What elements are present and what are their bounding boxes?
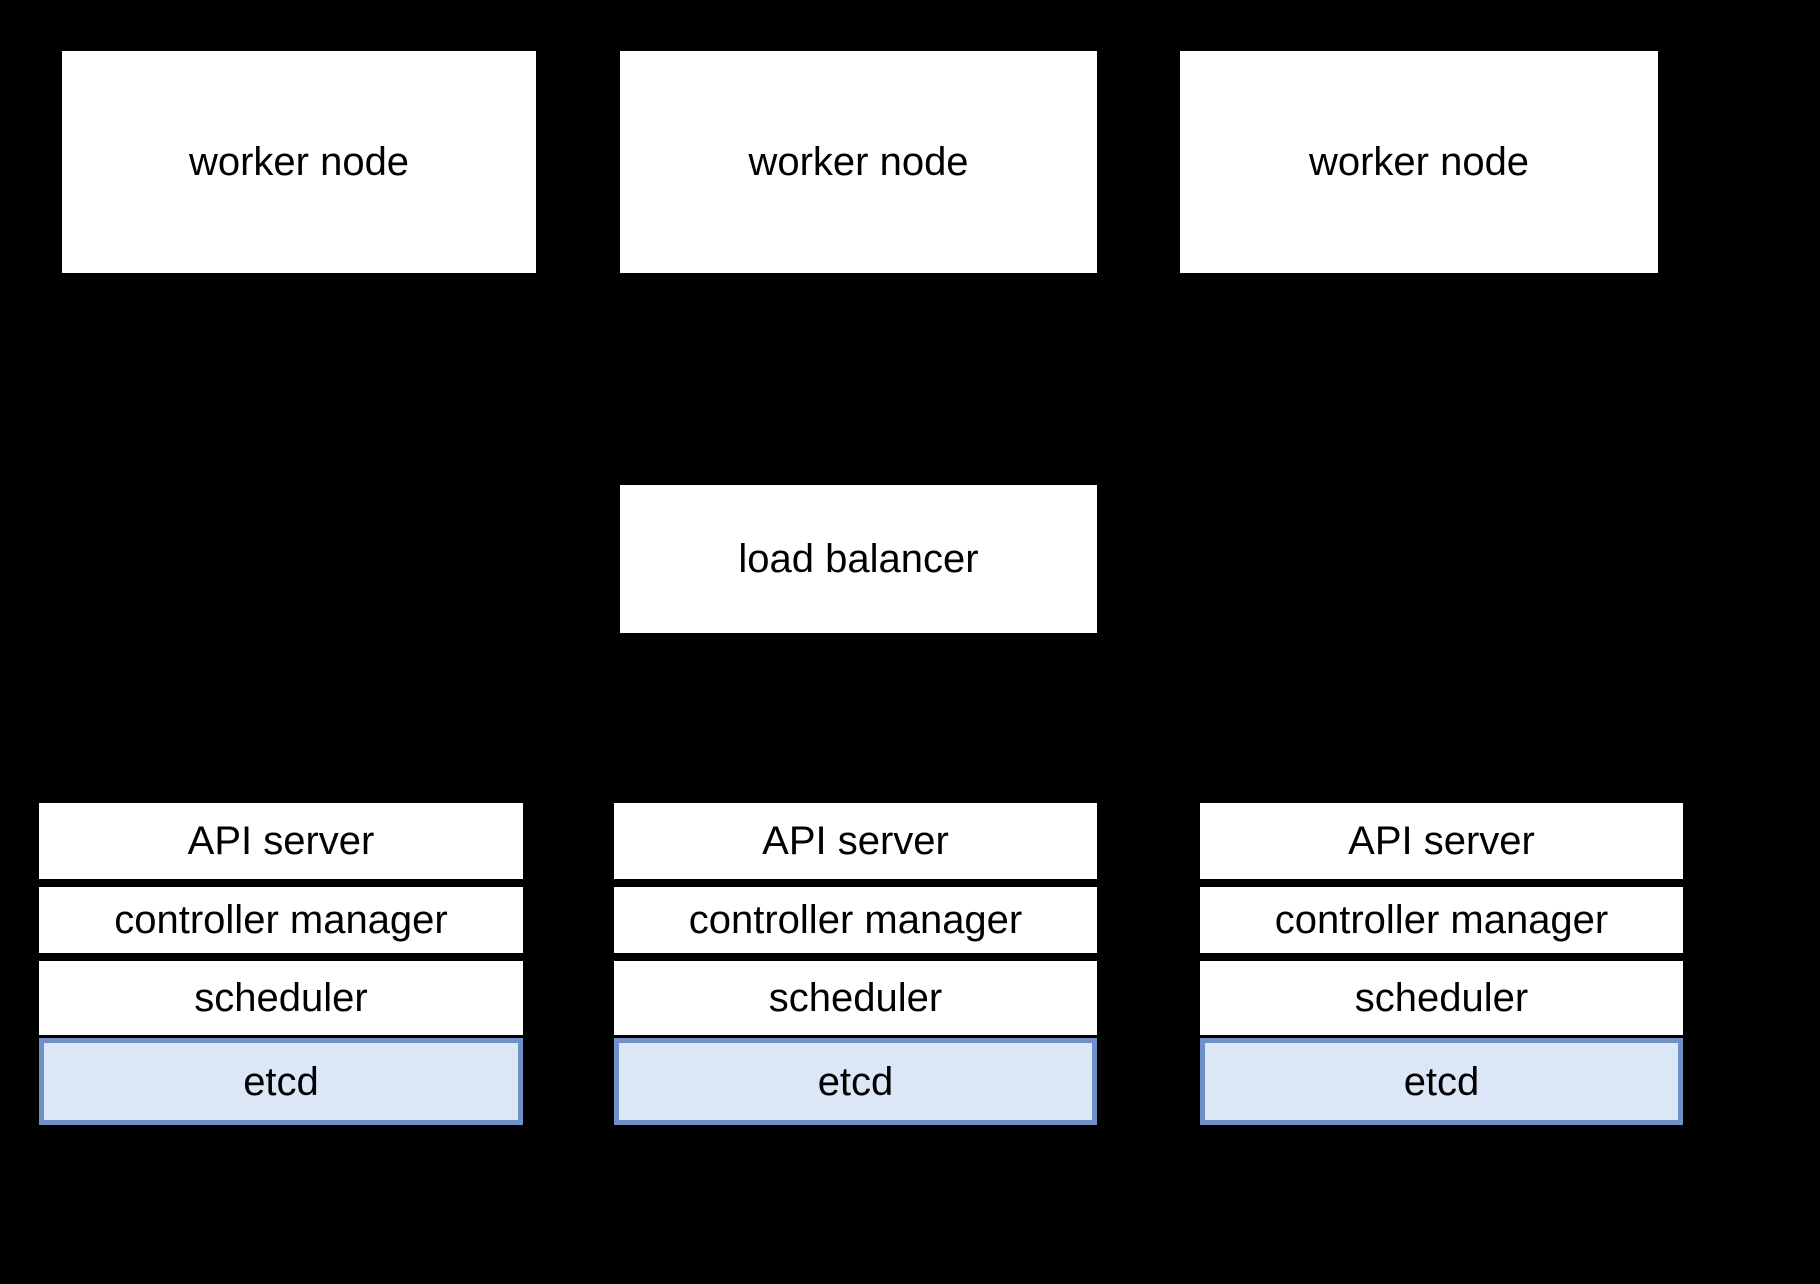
scheduler-row-stack-2: scheduler (614, 961, 1097, 1035)
etcd-row-stack-1: etcd (39, 1038, 523, 1125)
scheduler-row-stack-1: scheduler (39, 961, 523, 1035)
worker-node-box-1: worker node (62, 51, 536, 273)
worker-node-box-2: worker node (620, 51, 1097, 273)
api-server-row-stack-2: API server (614, 803, 1097, 879)
api-server-row-stack-1: API server (39, 803, 523, 879)
api-server-row-stack-3: API server (1200, 803, 1683, 879)
controller-manager-row-stack-2: controller manager (614, 887, 1097, 953)
load-balancer-box: load balancer (620, 485, 1097, 633)
etcd-row-stack-3: etcd (1200, 1038, 1683, 1125)
worker-node-box-3: worker node (1180, 51, 1658, 273)
scheduler-row-stack-3: scheduler (1200, 961, 1683, 1035)
controller-manager-row-stack-3: controller manager (1200, 887, 1683, 953)
controller-manager-row-stack-1: controller manager (39, 887, 523, 953)
etcd-row-stack-2: etcd (614, 1038, 1097, 1125)
